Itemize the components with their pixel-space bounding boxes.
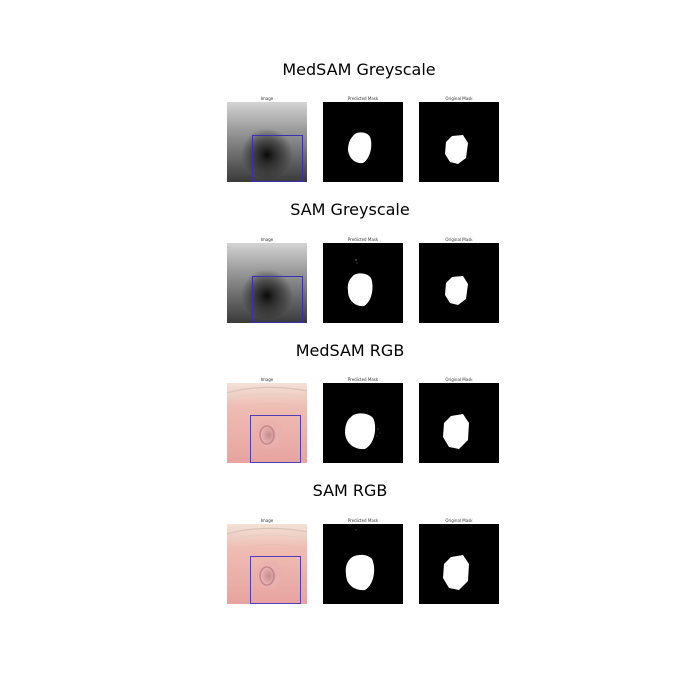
- original-mask: [419, 102, 499, 182]
- caption-predicted-mask: Predicted Mask: [347, 96, 379, 101]
- predicted-mask: [323, 383, 403, 463]
- caption-image: Image: [260, 96, 274, 101]
- bounding-box: [252, 276, 303, 323]
- input-image-rgb: [227, 383, 307, 463]
- predicted-mask: [323, 102, 403, 182]
- bounding-box: [250, 415, 301, 463]
- row-title-sam-rgb: SAM RGB: [312, 481, 388, 500]
- caption-predicted-mask: Predicted Mask: [347, 237, 379, 242]
- row-title-medsam-rgb: MedSAM RGB: [295, 341, 405, 360]
- caption-predicted-mask: Predicted Mask: [347, 518, 379, 523]
- input-image-greyscale: [227, 243, 307, 323]
- row-title-sam-greyscale: SAM Greyscale: [290, 200, 410, 219]
- caption-image: Image: [260, 237, 274, 242]
- input-image-greyscale: [227, 102, 307, 182]
- caption-original-mask: Original Mask: [445, 237, 473, 242]
- caption-image: Image: [260, 377, 274, 382]
- caption-image: Image: [260, 518, 274, 523]
- caption-predicted-mask: Predicted Mask: [347, 377, 379, 382]
- caption-original-mask: Original Mask: [445, 96, 473, 101]
- bounding-box: [252, 135, 303, 182]
- original-mask: [419, 383, 499, 463]
- predicted-mask: [323, 243, 403, 323]
- caption-original-mask: Original Mask: [445, 518, 473, 523]
- caption-original-mask: Original Mask: [445, 377, 473, 382]
- row-title-medsam-greyscale: MedSAM Greyscale: [282, 60, 436, 79]
- input-image-rgb: [227, 524, 307, 604]
- original-mask: [419, 524, 499, 604]
- original-mask: [419, 243, 499, 323]
- predicted-mask: [323, 524, 403, 604]
- bounding-box: [250, 556, 301, 604]
